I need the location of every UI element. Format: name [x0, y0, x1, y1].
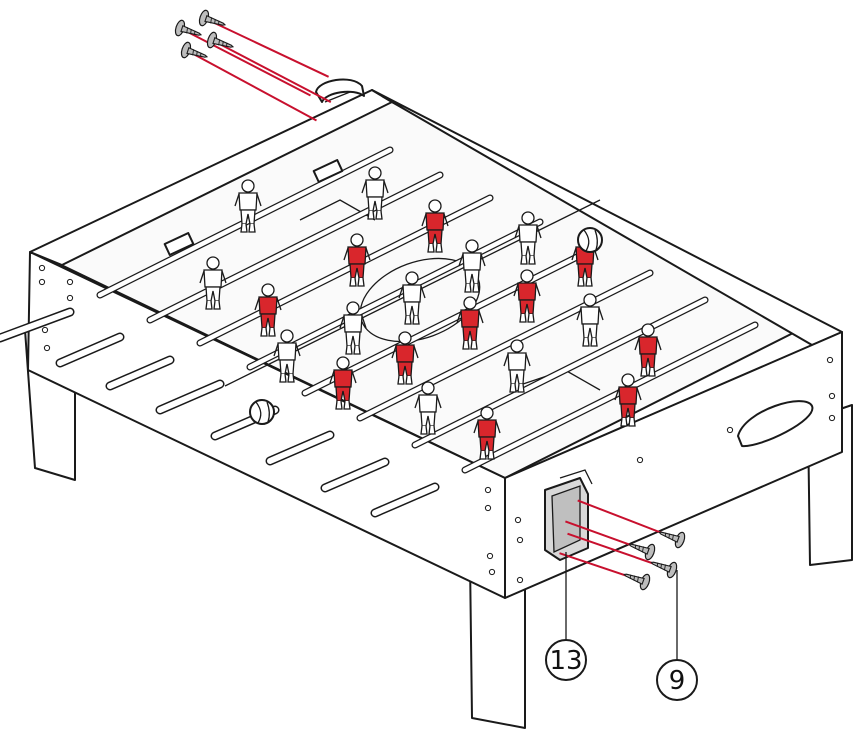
callout-13-label: 13	[549, 646, 582, 676]
rivet	[726, 426, 734, 434]
callout-9-circle	[656, 659, 698, 701]
player-figure-icon	[576, 293, 604, 347]
screws-front	[559, 499, 686, 591]
rivet	[484, 504, 492, 512]
rivet	[828, 414, 836, 422]
player-figure-icon	[503, 339, 531, 393]
rivet	[38, 278, 46, 286]
callout-13-circle	[545, 639, 587, 681]
screw-icon	[198, 9, 330, 78]
player-figure-icon	[513, 269, 541, 323]
carry-handle-slot	[737, 400, 814, 448]
player-figure-icon	[254, 283, 282, 337]
player-figure-icon	[329, 356, 357, 410]
ball-icon	[249, 399, 275, 425]
rod	[370, 321, 759, 518]
rivet	[43, 344, 51, 352]
rod-shaft	[462, 322, 758, 473]
rod	[55, 171, 444, 368]
player-figure-icon	[514, 211, 542, 265]
player-figure-icon	[391, 331, 419, 385]
player-figure-icon	[458, 239, 486, 293]
balls	[249, 227, 603, 425]
score-counters	[163, 159, 344, 256]
player-figure-icon	[398, 271, 426, 325]
rod-shaft	[357, 270, 653, 421]
rivet	[488, 568, 496, 576]
rivet	[516, 536, 524, 544]
screw-guide-line	[179, 27, 311, 97]
front-bracket-assembly	[544, 469, 686, 591]
rivet	[66, 294, 74, 302]
screw-guide-line	[203, 17, 330, 78]
player-figures	[199, 166, 662, 460]
screw-icon	[174, 19, 311, 97]
rod-handle	[107, 357, 173, 389]
rivet	[826, 356, 834, 364]
rivet	[486, 552, 494, 560]
callout-9-label: 9	[669, 666, 686, 696]
rod-handle	[267, 432, 333, 464]
rivet	[484, 486, 492, 494]
screws-top	[174, 9, 332, 122]
rod	[155, 218, 544, 415]
rod-shaft	[412, 297, 708, 448]
rod	[320, 296, 709, 493]
rod-handle	[372, 484, 438, 516]
player-figure-icon	[421, 199, 449, 253]
score-counter-1	[312, 159, 344, 183]
rivet	[514, 516, 522, 524]
score-counter-2	[163, 232, 195, 256]
rod-handle	[0, 309, 73, 341]
rod-handle	[322, 459, 388, 491]
rod-shaft	[147, 172, 443, 323]
screw-icon	[180, 41, 317, 122]
player-figure-icon	[634, 323, 662, 377]
rod-shaft	[302, 245, 598, 396]
rod-handle	[157, 381, 223, 413]
rivet	[828, 392, 836, 400]
top-bracket-assembly	[174, 9, 365, 122]
screw-guide-line	[211, 39, 332, 103]
rivet	[66, 278, 74, 286]
player-figure-icon	[199, 256, 227, 310]
screw-icon	[567, 532, 678, 579]
player-figure-icon	[361, 166, 389, 220]
player-figure-icon	[473, 406, 501, 460]
bracket-icon	[315, 78, 365, 103]
screw-icon	[577, 499, 686, 549]
screw-icon	[559, 552, 651, 591]
rivet	[41, 326, 49, 334]
screw-icon	[565, 520, 656, 561]
player-figure-icon	[273, 329, 301, 383]
ball-icon	[577, 227, 603, 253]
rod	[265, 269, 654, 466]
player-figure-icon	[234, 179, 262, 233]
screw-guide-line	[185, 49, 317, 122]
callout-9: 9	[656, 570, 698, 701]
player-figure-icon	[343, 233, 371, 287]
rod-handle	[57, 334, 123, 366]
player-figure-icon	[456, 296, 484, 350]
rod-shaft	[247, 219, 543, 370]
rivet	[516, 576, 524, 584]
rivets	[38, 264, 836, 584]
player-figure-icon	[614, 373, 642, 427]
rail-front-right-inner	[504, 344, 813, 479]
callout-13: 13	[545, 552, 587, 681]
screw-icon	[206, 31, 332, 103]
player-figure-icon	[414, 381, 442, 435]
player-rods	[0, 146, 759, 518]
rivet	[38, 264, 46, 272]
player-figure-icon	[339, 301, 367, 355]
rivet	[636, 456, 644, 464]
